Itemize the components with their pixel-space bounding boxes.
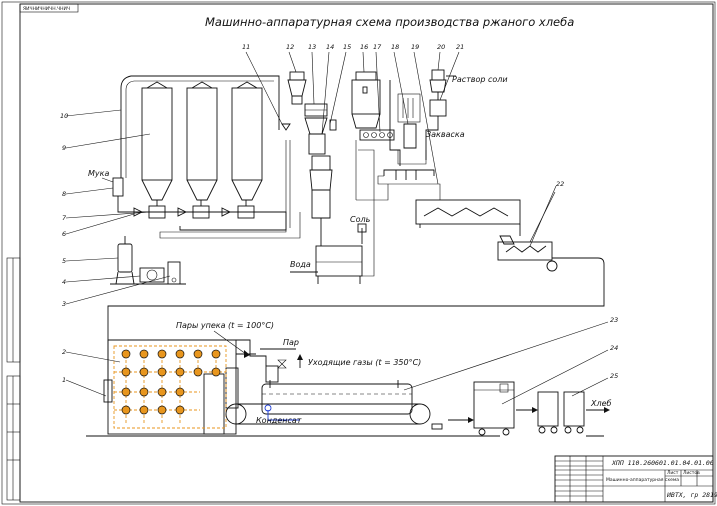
- heating-tube-ends: [121, 349, 221, 415]
- title-block-designation: ХПП 110.260601.01.04.01.00 ТС: [611, 459, 717, 467]
- callout-15: 15: [343, 43, 351, 51]
- callout-16: 16: [360, 43, 368, 51]
- title-block-group: ИВТХ, гр 2819: [666, 491, 717, 499]
- heat-exchanger-23: [261, 380, 413, 415]
- starter-tank-16: [351, 71, 381, 129]
- bread-trolley-1: [537, 391, 559, 434]
- top-stamp-text: ЯИЧНИЧНИЧН.ЧНИЧ: [23, 6, 70, 12]
- pump-4: [139, 267, 165, 283]
- callout-12: 12: [286, 43, 294, 51]
- callout-20: 20: [437, 43, 445, 51]
- condensate-line: [267, 410, 300, 421]
- callout-1: 1: [62, 376, 66, 384]
- dough-feeder-22: [497, 224, 558, 272]
- callout-24: 24: [610, 344, 618, 352]
- cooler-24: [473, 381, 515, 436]
- doser-17: [403, 123, 417, 149]
- title-block-name: Машинно-аппаратурная схема: [606, 477, 679, 483]
- callout-2: 2: [62, 348, 66, 356]
- left-margin-strip-lower: [6, 375, 21, 501]
- salt-hopper: [357, 223, 367, 233]
- label-ukhodyashchie-gazy: Уходящие газы (t = 350°С): [308, 358, 421, 367]
- title-block-sheet-label: Лист: [667, 470, 679, 476]
- valve-11: [281, 123, 291, 131]
- callout-22: 22: [556, 180, 564, 188]
- screw-feeder-16: [359, 129, 395, 141]
- dough-transfer-line: [107, 257, 605, 390]
- top-stamp-box: [19, 3, 79, 13]
- label-voda: Вода: [290, 260, 311, 269]
- callout-6: 6: [62, 230, 66, 238]
- pneumatic-line: [120, 75, 280, 178]
- drawing-title: Машинно-аппаратурная схема производства …: [205, 15, 574, 29]
- silo-3: [231, 81, 263, 201]
- title-block: [554, 455, 714, 503]
- right-callouts: [403, 185, 609, 405]
- flour-collector-pipe: [134, 211, 287, 231]
- flour-receiver: [112, 177, 124, 197]
- salt-tank-20: [431, 69, 445, 81]
- callout-3: 3: [62, 300, 66, 308]
- label-kondensat: Конденсат: [256, 416, 302, 425]
- callout-7: 7: [62, 214, 67, 222]
- label-pary-upeka: Пары упека (t = 100°С): [176, 321, 274, 330]
- callout-18: 18: [391, 43, 399, 51]
- label-rastvor-soli: Раствор соли: [452, 75, 508, 84]
- unit-3: [167, 261, 181, 285]
- callout-17: 17: [373, 43, 382, 51]
- label-par: Пар: [283, 338, 299, 347]
- label-muka: Мука: [88, 169, 109, 178]
- top-callouts: [245, 51, 460, 185]
- salt-solution-tank-21: [429, 99, 447, 117]
- label-sol: Соль: [350, 215, 371, 224]
- callout-10: 10: [60, 112, 68, 120]
- flour-doser: [304, 117, 328, 135]
- callout-5: 5: [62, 257, 66, 265]
- bread-trolley-2: [563, 391, 585, 434]
- callout-8: 8: [62, 190, 66, 198]
- water-tank: [315, 245, 363, 284]
- silo-2: [186, 81, 218, 201]
- label-zakvaska: Закваска: [426, 130, 465, 139]
- label-khleb: Хлеб: [590, 399, 612, 408]
- callout-4: 4: [62, 278, 66, 286]
- steam-valve-block: [265, 365, 279, 383]
- heater-18: [397, 93, 421, 123]
- callout-21: 21: [456, 43, 464, 51]
- left-margin-strip-upper: [6, 257, 21, 363]
- callout-19: 19: [411, 43, 419, 51]
- callout-14: 14: [326, 43, 334, 51]
- baking-oven: [103, 339, 239, 435]
- callout-13: 13: [308, 43, 316, 51]
- callout-23: 23: [610, 316, 618, 324]
- callout-11: 11: [242, 43, 250, 51]
- callout-9: 9: [62, 144, 66, 152]
- cyclone-12: [289, 71, 305, 81]
- dough-kneader: [415, 199, 521, 228]
- left-callouts: [65, 109, 171, 397]
- title-block-sheets-label: Листов: [683, 470, 700, 476]
- callout-25: 25: [610, 372, 618, 380]
- distribution-manifold-19: [383, 169, 435, 176]
- silo-1: [141, 81, 173, 201]
- drawing-frame: [19, 3, 714, 503]
